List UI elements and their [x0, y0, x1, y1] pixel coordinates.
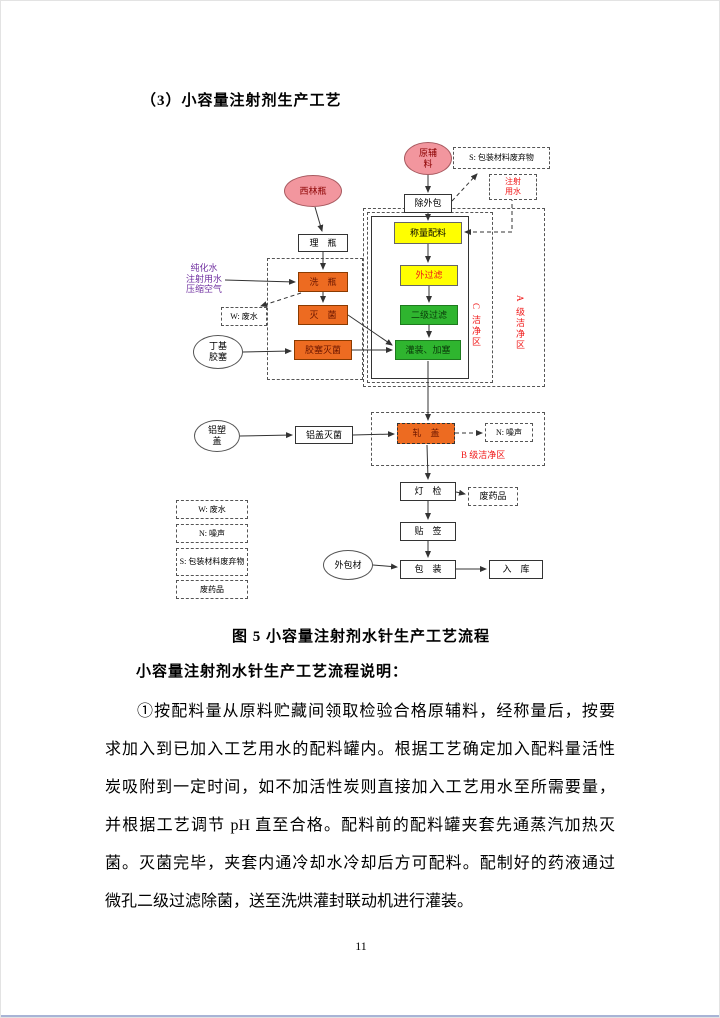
node-weigh-mix: 称量配料	[394, 222, 462, 244]
node-wash-bottle: 洗 瓶	[298, 272, 348, 292]
figure-caption: 图 5 小容量注射剂水针生产工艺流程	[231, 629, 490, 645]
node-stopper-sterilize: 胶塞灭菌	[294, 340, 352, 360]
paragraph-line: 炭吸附到一定时间，如不加活性炭则直接加入工艺用水至所需要量，	[105, 779, 615, 796]
node-sterilize: 灭 菌	[298, 305, 348, 325]
core-process-rect	[371, 216, 469, 379]
node-waste-drug: 废药品	[468, 487, 518, 506]
zone-a-rect	[363, 208, 545, 387]
node-warehouse: 入 库	[489, 560, 543, 579]
section-heading: （3）小容量注射剂生产工艺	[141, 93, 342, 109]
node-utilities: 纯化水 注射用水 压缩空气	[185, 262, 222, 295]
node-labeling: 贴 签	[400, 522, 456, 541]
legend-noise: N: 噪声	[176, 524, 248, 543]
paragraph-line: 求加入到已加入工艺用水的配料罐内。根据工艺确定加入配料量活性	[105, 741, 615, 758]
paragraph-line: ①按配料量从原料贮藏间领取检验合格原辅料，经称量后，按要	[137, 703, 615, 720]
node-rubber-stopper: 丁基 胶塞	[193, 335, 243, 369]
legend-waste-water: W: 废水	[176, 500, 248, 519]
paragraph-line: 并根据工艺调节 pH 直至合格。配料前的配料罐夹套先通蒸汽加热灭	[105, 817, 615, 834]
zone-c-label: C 洁净区	[471, 303, 481, 349]
zone-a-label: A 级洁净区	[515, 295, 525, 352]
node-injection-water: 注射 用水	[489, 174, 537, 200]
node-filling: 灌装、加塞	[395, 340, 461, 360]
node-remove-outer-pack: 除外包	[404, 194, 452, 213]
zone-b-rect	[371, 412, 545, 466]
node-pre-filter: 外过滤	[400, 265, 458, 286]
node-outer-pack-material: 外包材	[323, 550, 373, 580]
node-alu-cap: 铝塑 盖	[194, 420, 240, 452]
node-capping: 轧 盖	[397, 423, 455, 444]
node-vial: 西林瓶	[284, 175, 342, 207]
node-lamp-inspect: 灯 检	[400, 482, 456, 501]
page-bottom-edge	[1, 1015, 719, 1017]
node-waste-water: W: 废水	[221, 307, 267, 326]
node-second-filter: 二级过滤	[400, 305, 458, 325]
legend-waste-drug: 废药品	[176, 580, 248, 599]
node-noise: N: 噪声	[485, 423, 533, 442]
node-packing: 包 装	[400, 560, 456, 579]
node-raw-material: 原辅 料	[404, 142, 452, 175]
node-cap-sterilize: 铝盖灭菌	[295, 426, 353, 444]
node-packaging-waste: S: 包装材料废弃物	[453, 147, 550, 169]
paragraph-line: 微孔二级过滤除菌，送至洗烘灌封联动机进行灌装。	[105, 893, 474, 910]
node-arrange-bottle: 理 瓶	[298, 234, 348, 252]
legend-packaging-waste: S: 包装材料废弃物	[176, 548, 248, 576]
body-paragraph: ①按配料量从原料贮藏间领取检验合格原辅料，经称量后，按要 求加入到已加入工艺用水…	[105, 693, 615, 921]
zone-b-label: B 级洁净区	[461, 450, 506, 460]
page-number: 11	[355, 939, 367, 953]
paragraph-line: 菌。灭菌完毕，夹套内通冷却水冷却后方可配料。配制好的药液通过	[105, 855, 615, 872]
flow-description-heading: 小容量注射剂水针生产工艺流程说明：	[136, 664, 409, 680]
